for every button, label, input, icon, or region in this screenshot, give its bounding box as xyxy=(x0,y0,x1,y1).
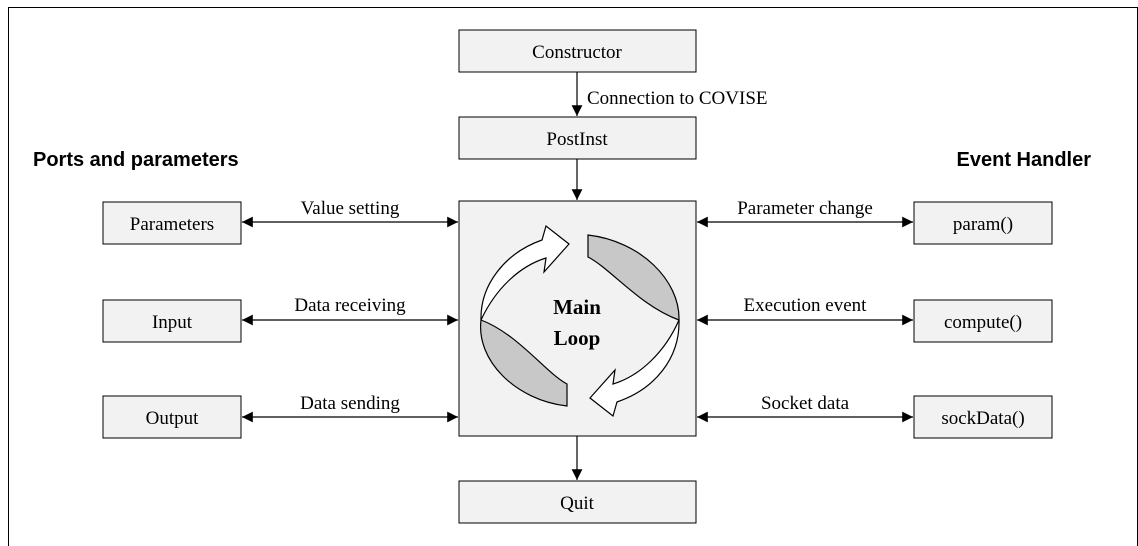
parameters-label: Parameters xyxy=(130,214,214,235)
parameter-change-label: Parameter change xyxy=(737,198,873,219)
compute-handler-box xyxy=(913,299,1053,343)
input-label: Input xyxy=(152,312,193,333)
param-handler-label: param() xyxy=(953,214,1013,235)
ports-and-parameters-heading: Ports and parameters xyxy=(33,149,239,171)
loop-arrow-top-icon xyxy=(480,224,570,321)
connection-to-covise-label: Connection to COVISE xyxy=(587,88,768,109)
input-box xyxy=(102,299,242,343)
loop-arrow-bottom-icon xyxy=(589,319,680,418)
main-loop-label-line2: Loop xyxy=(554,326,601,350)
constructor-label: Constructor xyxy=(532,42,622,63)
postinst-label: PostInst xyxy=(546,129,608,150)
value-setting-label: Value setting xyxy=(301,198,400,219)
data-sending-label: Data sending xyxy=(300,393,400,414)
loop-cycle-icon xyxy=(480,224,680,418)
param-handler-box xyxy=(913,201,1053,245)
sockdata-handler-box xyxy=(913,395,1053,439)
parameters-box xyxy=(102,201,242,245)
output-box xyxy=(102,395,242,439)
quit-label: Quit xyxy=(560,493,595,514)
loop-band-left-icon xyxy=(480,319,568,407)
main-loop-box xyxy=(458,200,697,437)
main-loop-label-line1: Main xyxy=(553,295,601,319)
postinst-box xyxy=(458,116,697,160)
data-receiving-label: Data receiving xyxy=(294,295,406,316)
compute-handler-label: compute() xyxy=(944,312,1022,333)
sockdata-handler-label: sockData() xyxy=(941,408,1024,429)
socket-data-label: Socket data xyxy=(761,393,850,414)
event-handler-heading: Event Handler xyxy=(957,149,1092,171)
quit-box xyxy=(458,480,697,524)
output-label: Output xyxy=(146,408,200,429)
execution-event-label: Execution event xyxy=(744,295,868,316)
